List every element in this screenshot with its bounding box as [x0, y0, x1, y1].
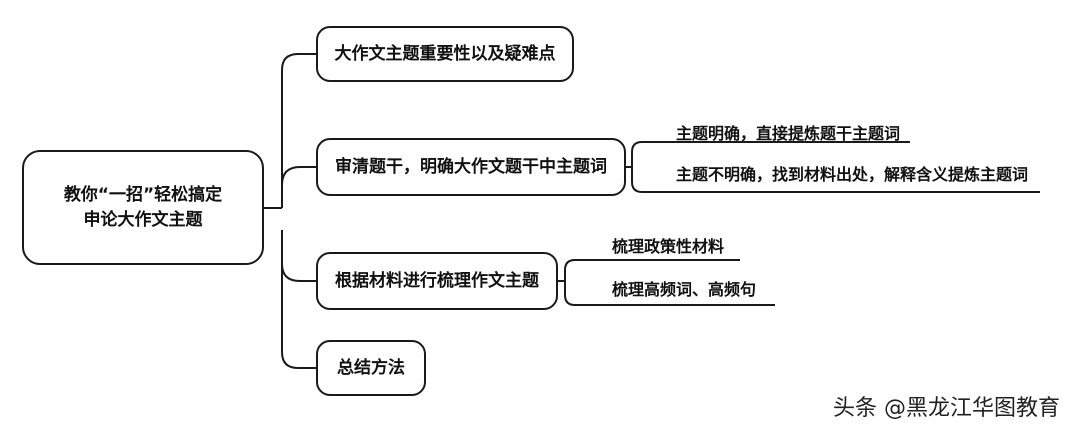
- leaf-connector-3: [558, 259, 740, 282]
- branch-node-importance: 大作文主题重要性以及疑难点: [316, 26, 574, 82]
- branch-node-review-question: 审清题干，明确大作文题干中主题词: [316, 138, 626, 196]
- branch-node-sort-materials: 根据材料进行梳理作文主题: [316, 252, 558, 310]
- leaf-high-frequency: 梳理高频词、高频句: [612, 280, 757, 299]
- leaf-connector-1: [626, 141, 910, 168]
- root-node: 教你“一招”轻松搞定 申论大作文主题: [22, 150, 264, 265]
- leaf-connector-4: [564, 281, 775, 306]
- branch-connector-2: [281, 166, 316, 186]
- branch-connector-4: [281, 264, 316, 369]
- leaf-policy-materials: 梳理政策性材料: [612, 237, 725, 256]
- leaf-clear-theme: 主题明确，直接提炼题干主题词: [676, 124, 901, 143]
- leaf-connector-2: [631, 167, 1040, 193]
- root-title-line-2: 申论大作文主题: [83, 209, 203, 230]
- watermark: 头条 @黑龙江华图教育: [833, 396, 1060, 421]
- branch-node-summary: 总结方法: [316, 340, 426, 396]
- branch-connector-1: [281, 53, 316, 208]
- root-title-line-1: 教你“一招”轻松搞定: [63, 184, 223, 205]
- leaf-unclear-theme: 主题不明确，找到材料出处，解释含义提炼主题词: [676, 165, 1029, 184]
- branch-connector-3: [281, 230, 316, 282]
